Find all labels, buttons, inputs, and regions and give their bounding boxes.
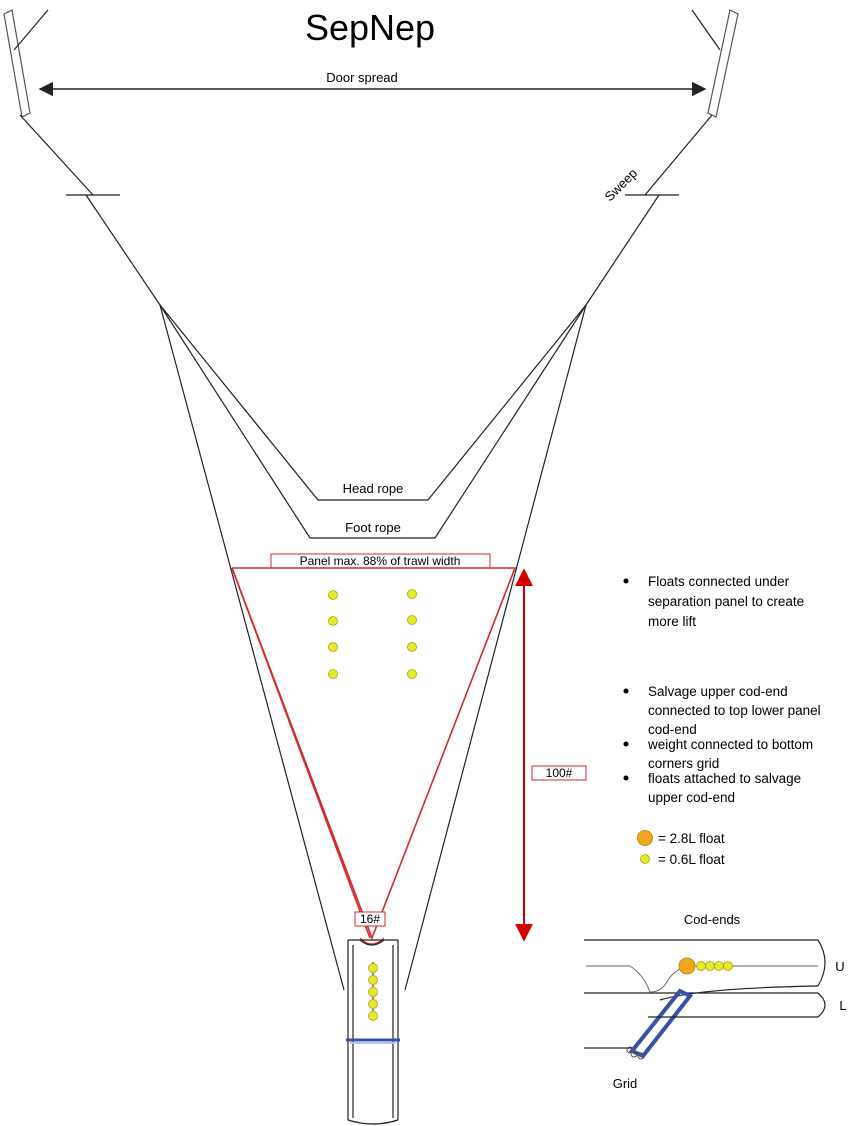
float-small <box>368 1011 378 1021</box>
salvage-floats <box>696 961 733 971</box>
panel-floats <box>328 589 417 679</box>
mesh-16-label: 16# <box>360 912 380 926</box>
upper-cod-end-label: U <box>835 959 844 974</box>
lower-cod-end-label: L <box>839 998 846 1013</box>
sweep-label: Sweep <box>602 165 641 204</box>
separation-panel <box>231 553 517 941</box>
cod-end-tube <box>347 939 399 1125</box>
trawl-body <box>159 304 587 991</box>
note-3-line1: weight connected to bottom <box>647 737 813 752</box>
float-small <box>723 961 733 971</box>
cod-ends-label: Cod-ends <box>684 912 741 927</box>
float-legend: = 2.8L float = 0.6L float <box>637 830 725 867</box>
trawl-wings <box>159 304 587 539</box>
float-small <box>368 963 378 973</box>
float-small <box>328 590 338 600</box>
diagram-title: SepNep <box>305 7 435 48</box>
note-4-line1: floats attached to salvage <box>648 771 801 786</box>
foot-rope-label: Foot rope <box>345 520 401 535</box>
note-3-line2: corners grid <box>648 756 719 771</box>
float-small <box>696 961 706 971</box>
grid-label: Grid <box>613 1076 638 1091</box>
float-small <box>407 669 417 679</box>
float-small <box>328 616 338 626</box>
float-small <box>368 975 378 985</box>
note-2-line2: connected to top lower panel <box>648 703 821 718</box>
note-2-line1: Salvage upper cod-end <box>648 684 788 699</box>
float-small <box>705 961 715 971</box>
cod-end-floats <box>368 963 378 1021</box>
note-1-line2: separation panel to create <box>648 594 804 609</box>
legend-large-float: = 2.8L float <box>658 831 725 846</box>
note-1-line1: Floats connected under <box>648 574 790 589</box>
float-small <box>368 987 378 997</box>
door-spread-label: Door spread <box>326 70 398 85</box>
cod-ends-side-view <box>584 939 826 1049</box>
float-large-icon <box>637 830 653 846</box>
trawl-door-right <box>691 9 739 118</box>
grid-shape <box>626 988 694 1060</box>
sweep-lines <box>19 114 713 306</box>
float-small <box>407 589 417 599</box>
float-small-icon <box>640 854 650 864</box>
head-rope-label: Head rope <box>343 481 404 496</box>
float-small <box>328 669 338 679</box>
notes-list: Floats connected under separation panel … <box>623 574 821 805</box>
float-small <box>407 642 417 652</box>
float-small <box>714 961 724 971</box>
panel-max-label: Panel max. 88% of trawl width <box>300 554 461 568</box>
note-2-line3: cod-end <box>648 722 697 737</box>
legend-small-float: = 0.6L float <box>658 852 725 867</box>
note-4-line2: upper cod-end <box>648 790 735 805</box>
trawl-door-left <box>3 9 49 118</box>
float-large <box>678 957 696 975</box>
note-1-line3: more lift <box>648 614 696 629</box>
float-small <box>328 642 338 652</box>
float-small <box>368 999 378 1009</box>
mesh-100-label: 100# <box>546 766 573 780</box>
float-small <box>407 615 417 625</box>
